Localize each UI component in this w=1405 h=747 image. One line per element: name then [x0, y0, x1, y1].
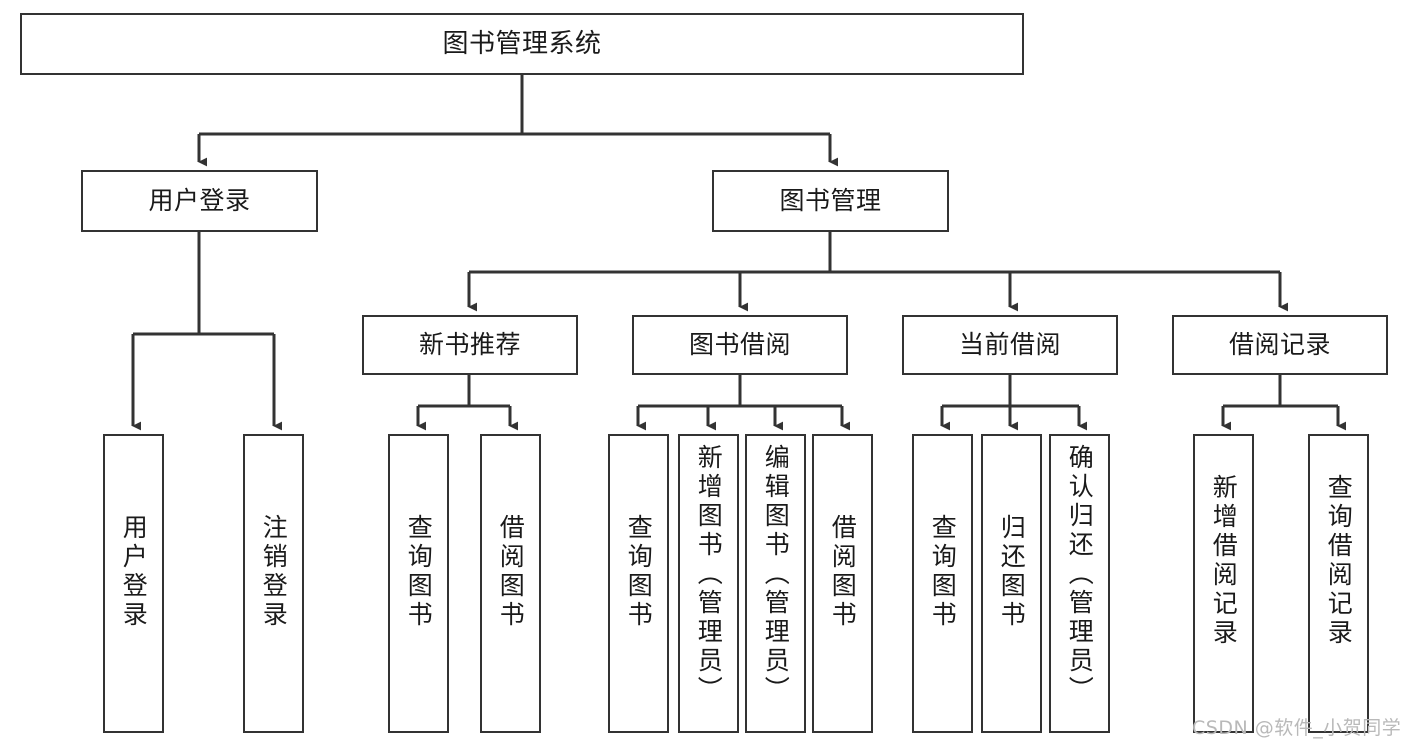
node-leaf-borrow-book-recommend[interactable]: 借阅图书 — [480, 434, 541, 733]
node-label: 注销登录 — [259, 514, 289, 630]
node-label: 用户登录 — [119, 514, 149, 630]
node-label: 借阅记录 — [1228, 330, 1331, 360]
node-label: 查询图书 — [928, 514, 958, 630]
node-book-borrowing[interactable]: 图书借阅 — [632, 315, 848, 375]
node-label: 确认归还（管理员） — [1065, 444, 1095, 705]
node-label: 查询图书 — [404, 514, 434, 630]
node-leaf-query-book-current[interactable]: 查询图书 — [912, 434, 973, 733]
node-label: 新增借阅记录 — [1209, 474, 1239, 648]
node-label: 图书借阅 — [688, 330, 791, 360]
node-book-management[interactable]: 图书管理 — [712, 170, 949, 232]
node-leaf-add-borrow-record[interactable]: 新增借阅记录 — [1193, 434, 1254, 733]
node-label: 用户登录 — [148, 186, 251, 216]
node-leaf-add-book-admin[interactable]: 新增图书（管理员） — [678, 434, 739, 733]
node-leaf-return-book[interactable]: 归还图书 — [981, 434, 1042, 733]
node-label: 编辑图书（管理员） — [761, 444, 791, 705]
node-leaf-user-login[interactable]: 用户登录 — [103, 434, 164, 733]
node-label: 图书管理系统 — [442, 28, 602, 59]
node-leaf-confirm-return-admin[interactable]: 确认归还（管理员） — [1049, 434, 1110, 733]
watermark-text: CSDN @软件_小贺同学 — [1192, 717, 1402, 739]
node-root-book-management-system[interactable]: 图书管理系统 — [20, 13, 1024, 75]
node-label: 当前借阅 — [958, 330, 1061, 360]
node-label: 查询图书 — [624, 514, 654, 630]
node-current-borrowing[interactable]: 当前借阅 — [902, 315, 1118, 375]
node-label: 新书推荐 — [418, 330, 521, 360]
node-label: 借阅图书 — [496, 514, 526, 630]
node-leaf-user-logout[interactable]: 注销登录 — [243, 434, 304, 733]
node-leaf-borrow-book-borrow[interactable]: 借阅图书 — [812, 434, 873, 733]
node-label: 图书管理 — [779, 186, 882, 216]
node-borrowing-record[interactable]: 借阅记录 — [1172, 315, 1388, 375]
node-label: 新增图书（管理员） — [694, 444, 724, 705]
node-leaf-query-book-borrow[interactable]: 查询图书 — [608, 434, 669, 733]
node-label: 归还图书 — [997, 514, 1027, 630]
node-label: 借阅图书 — [828, 514, 858, 630]
node-leaf-edit-book-admin[interactable]: 编辑图书（管理员） — [745, 434, 806, 733]
node-new-book-recommendation[interactable]: 新书推荐 — [362, 315, 578, 375]
node-leaf-query-book-recommend[interactable]: 查询图书 — [388, 434, 449, 733]
node-user-login[interactable]: 用户登录 — [81, 170, 318, 232]
node-label: 查询借阅记录 — [1324, 474, 1354, 648]
node-leaf-query-borrow-record[interactable]: 查询借阅记录 — [1308, 434, 1369, 733]
